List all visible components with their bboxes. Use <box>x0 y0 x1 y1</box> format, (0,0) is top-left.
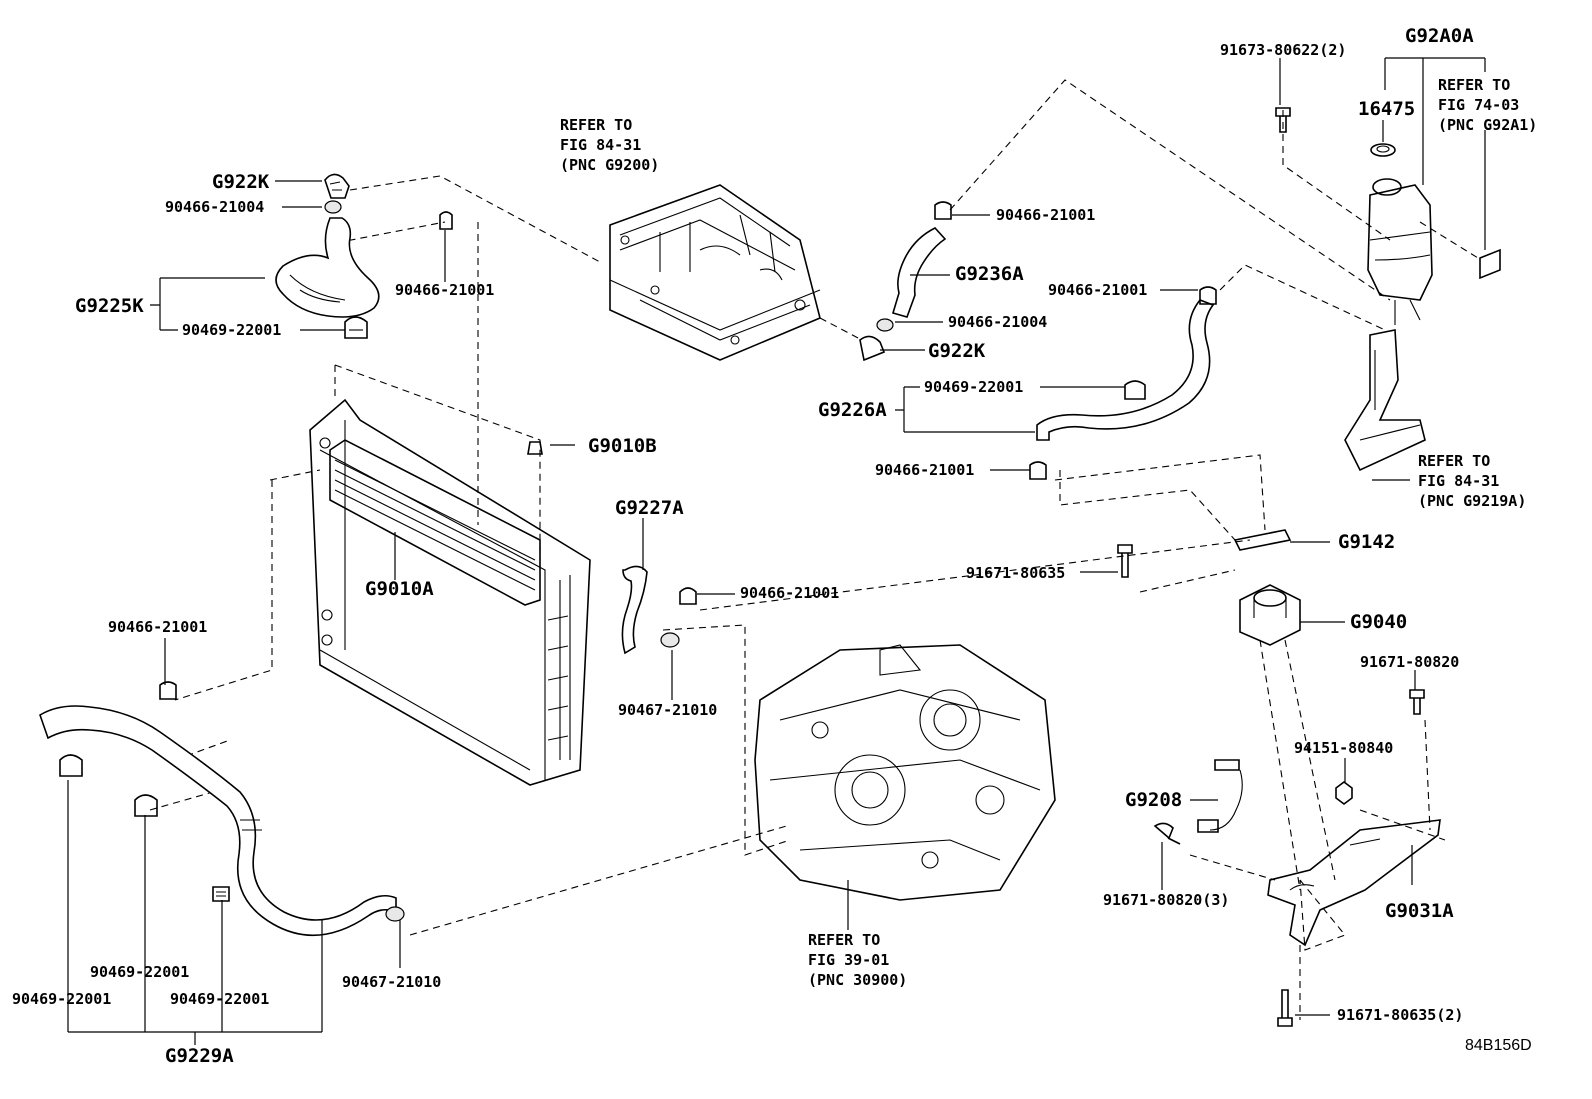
label-90466-21001-right-low: 90466-21001 <box>875 461 974 479</box>
label-g922k-mid: G922K <box>928 340 986 362</box>
oil-cooler-g9010a <box>329 439 541 606</box>
label-90466-21001-right-top: 90466-21001 <box>1048 281 1147 299</box>
label-g9208: G9208 <box>1125 789 1182 811</box>
label-refer-to-84-31-f: (PNC G9219A) <box>1418 492 1526 510</box>
label-94151-80840: 94151-80840 <box>1294 739 1393 757</box>
label-refer-to-84-31-e: FIG 84-31 <box>1418 472 1499 490</box>
label-refer-to-84-31-a: REFER TO <box>560 116 632 134</box>
label-90466-21004-mid: 90466-21004 <box>948 313 1047 331</box>
clamp-90467-21010-bottom <box>385 906 405 922</box>
part-labels: G922K 90466-21004 G9225K 90469-22001 904… <box>12 25 1537 1067</box>
label-90469-22001-b: 90469-22001 <box>12 990 111 1008</box>
reservoir-bracket <box>1344 329 1426 472</box>
clamp-90469-22001-b <box>134 794 158 817</box>
clamp-90469-22001-mid <box>1124 380 1146 400</box>
hose-g9226a <box>1036 299 1215 441</box>
hose-g9227a <box>621 565 648 655</box>
clamp-90469-22001-top <box>344 316 368 339</box>
radiator <box>309 398 591 786</box>
label-90466-21001-left: 90466-21001 <box>395 281 494 299</box>
label-91673-80622: 91673-80622(2) <box>1220 41 1346 59</box>
clamp-90466-21001-mid-top <box>934 201 952 220</box>
label-90466-21001-far-left: 90466-21001 <box>108 618 207 636</box>
label-90469-22001-top: 90469-22001 <box>182 321 281 339</box>
label-plate <box>1479 248 1501 280</box>
label-91671-80635-2: 91671-80635(2) <box>1337 1006 1463 1024</box>
label-g9227a: G9227A <box>615 497 684 519</box>
cap-16475 <box>1370 143 1396 157</box>
clamp-g922k-mid <box>859 335 886 362</box>
clamp-90466-21001-right-low <box>1029 461 1047 480</box>
clamp-90469-22001-c <box>212 886 230 902</box>
bolt-91671-80635-2 <box>1277 989 1293 1027</box>
clip-90466-21001-left <box>439 211 453 230</box>
label-91671-80820: 91671-80820 <box>1360 653 1459 671</box>
label-refer-to-39-01-a: REFER TO <box>808 931 880 949</box>
label-refer-to-74-03-b: FIG 74-03 <box>1438 96 1519 114</box>
drain-plug-g9010b <box>527 441 543 455</box>
label-refer-to-84-31-b: FIG 84-31 <box>560 136 641 154</box>
pump-g9040 <box>1239 584 1301 646</box>
reservoir-tank <box>1367 178 1433 325</box>
label-g9225k: G9225K <box>75 295 144 317</box>
clamp-90466-21001-far-left <box>159 681 177 700</box>
bolt-91671-80635 <box>1117 544 1133 578</box>
label-90466-21004-top: 90466-21004 <box>165 198 264 216</box>
label-g9040: G9040 <box>1350 611 1407 633</box>
label-g9236a: G9236A <box>955 263 1024 285</box>
hose-g9236a <box>892 227 947 318</box>
label-g9031a: G9031A <box>1385 900 1454 922</box>
label-g9226a: G9226A <box>818 399 887 421</box>
label-91671-80635: 91671-80635 <box>966 564 1065 582</box>
leader-lines <box>67 57 1486 1045</box>
clamp-90466-21001-center <box>679 587 697 605</box>
label-refer-to-39-01-c: (PNC 30900) <box>808 971 907 989</box>
label-refer-to-84-31-c: (PNC G9200) <box>560 156 659 174</box>
diagram-code: 84B156D <box>1465 1037 1532 1054</box>
label-g92a0a: G92A0A <box>1405 25 1474 47</box>
clamp-90466-21001-right-top <box>1199 286 1217 305</box>
hose-g9225k <box>275 217 380 318</box>
label-g9010a: G9010A <box>365 578 434 600</box>
clamp-90466-21004-mid <box>876 318 894 332</box>
label-g9229a: G9229A <box>165 1045 234 1067</box>
label-refer-to-84-31-d: REFER TO <box>1418 452 1490 470</box>
label-16475: 16475 <box>1358 98 1415 120</box>
label-90469-22001-mid: 90469-22001 <box>924 378 1023 396</box>
label-refer-to-39-01-b: FIG 39-01 <box>808 951 889 969</box>
label-refer-to-74-03-a: REFER TO <box>1438 76 1510 94</box>
transaxle <box>754 644 1056 901</box>
label-g9010b: G9010B <box>588 435 657 457</box>
bracket-g9031a <box>1267 819 1441 947</box>
bolt-91671-80820 <box>1409 689 1425 715</box>
label-90469-22001-a: 90469-22001 <box>90 963 189 981</box>
label-refer-to-74-03-c: (PNC G92A1) <box>1438 116 1537 134</box>
label-91671-80820-3: 91671-80820(3) <box>1103 891 1229 909</box>
bracket-g9142 <box>1233 529 1292 551</box>
clamp-90467-21010-center <box>660 632 680 648</box>
hose-clamp-g922k-top <box>324 173 350 199</box>
dashed-guides <box>149 79 1479 1020</box>
label-90469-22001-c: 90469-22001 <box>170 990 269 1008</box>
bolt-91673-80622 <box>1275 107 1291 133</box>
clip-90466-21004-top <box>324 200 342 214</box>
inverter-assembly <box>609 184 821 361</box>
clamp-90469-22001-a <box>59 754 83 777</box>
bolt-91671-80820-3 <box>1153 822 1181 845</box>
label-90466-21001-center: 90466-21001 <box>740 584 839 602</box>
sensor-g9208 <box>1197 759 1243 833</box>
label-90467-21010-bottom: 90467-21010 <box>342 973 441 991</box>
label-g922k-top: G922K <box>212 171 270 193</box>
label-90467-21010-center: 90467-21010 <box>618 701 717 719</box>
label-90466-21001-mid-top: 90466-21001 <box>996 206 1095 224</box>
nut-94151-80840 <box>1335 781 1353 805</box>
label-g9142: G9142 <box>1338 531 1395 553</box>
